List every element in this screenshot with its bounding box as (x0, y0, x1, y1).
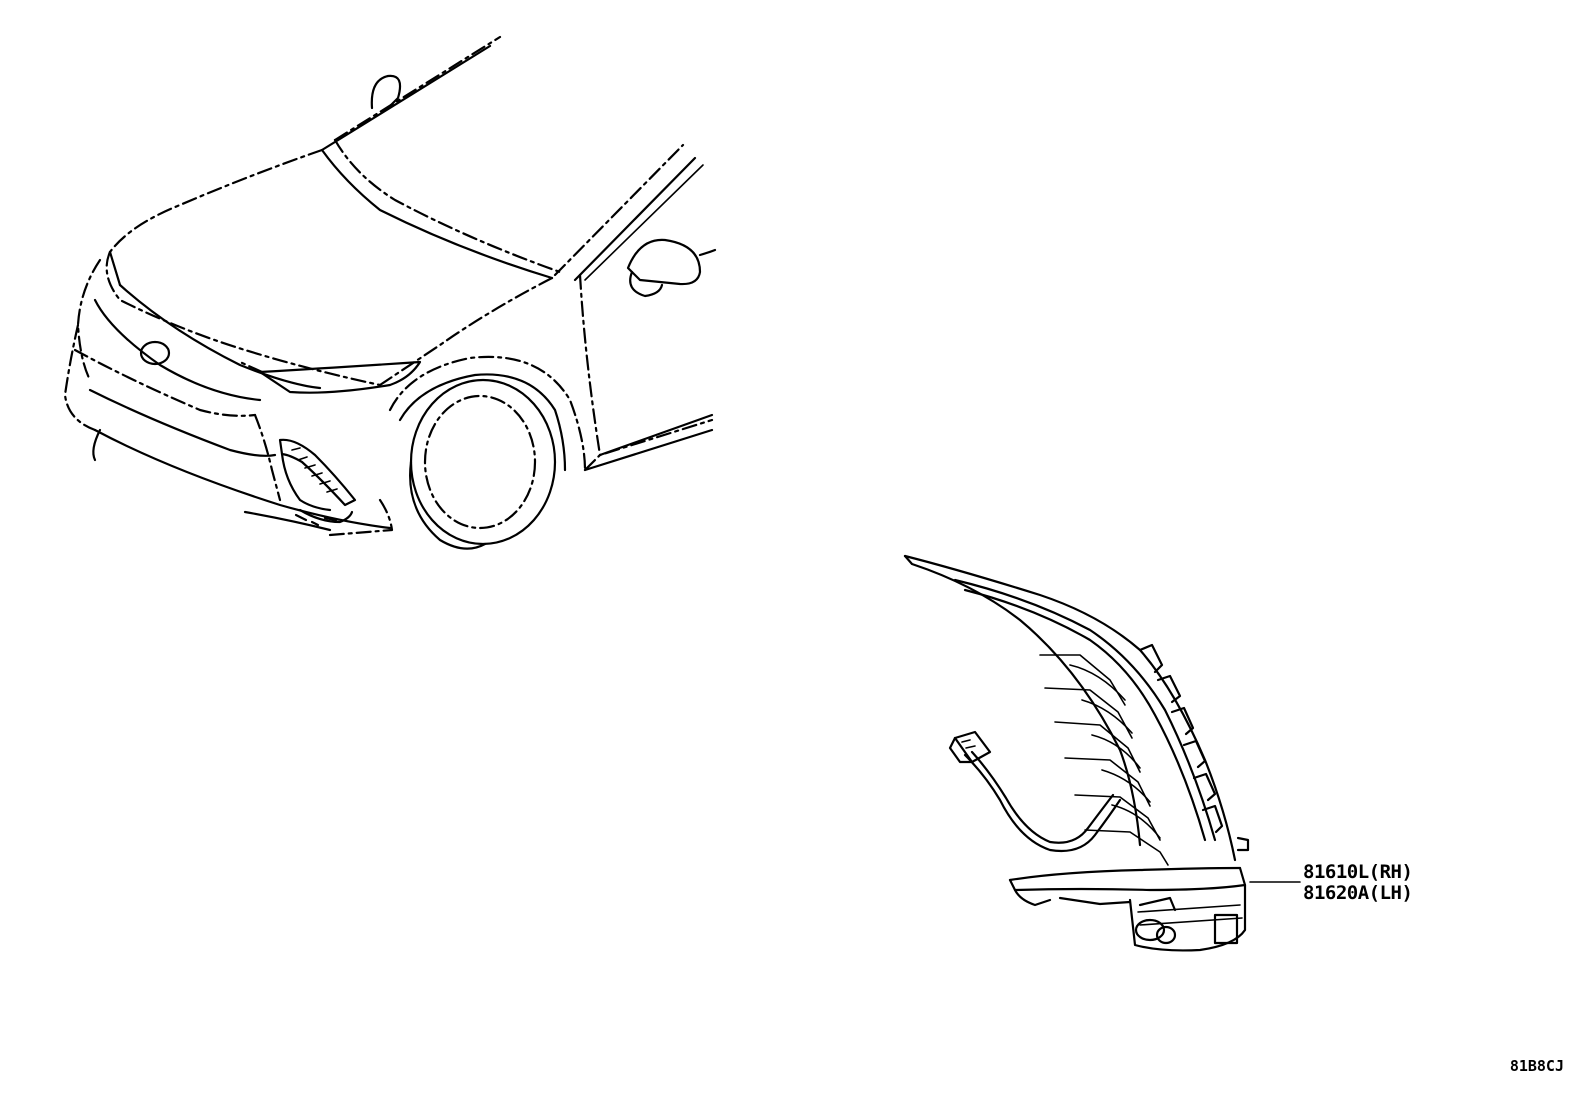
drl-lamp-small (278, 438, 357, 527)
drl-lamp-assembly (903, 554, 1301, 952)
part-number-lh: 81620A(LH) (1303, 882, 1413, 904)
vehicle-front-view (63, 35, 717, 550)
figure-code: 81B8CJ (1509, 1057, 1564, 1075)
part-number-rh: 81610L(RH) (1303, 861, 1413, 883)
